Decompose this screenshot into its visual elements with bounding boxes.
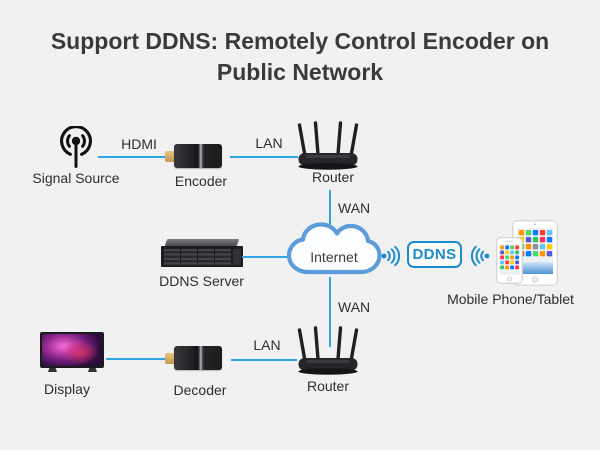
lan-top-link-line (230, 156, 298, 158)
phone-tablet-icon (496, 218, 560, 290)
encoder-device (165, 143, 223, 169)
hdmi-connector-icon (165, 353, 176, 364)
tv-foot-left (48, 368, 57, 372)
rack-server-icon (161, 239, 243, 269)
router-top-icon (297, 121, 359, 170)
ddns-badge: DDNS (407, 241, 462, 268)
decoder-label: Decoder (173, 382, 227, 398)
hdmi-connector-icon (165, 151, 176, 162)
router-bottom-label: Router (306, 378, 350, 394)
internet-label: Internet (310, 249, 358, 265)
router-bottom-icon (297, 326, 359, 375)
display-label: Display (44, 381, 90, 397)
display-decoder-line (106, 358, 168, 360)
phone-icon (496, 237, 523, 284)
internet-cloud-icon (286, 222, 382, 275)
tv-icon (40, 332, 104, 368)
lan-bottom-link-line (231, 359, 297, 361)
diagram-title: Support DDNS: Remotely Control Encoder o… (50, 28, 550, 85)
lan-top-link-label: LAN (255, 135, 283, 151)
wan-top-link-line (329, 190, 331, 226)
router-top-label: Router (311, 169, 355, 185)
tablet-icon (512, 220, 558, 286)
hdmi-link-line (98, 156, 166, 158)
mobile-label: Mobile Phone/Tablet (447, 291, 574, 307)
wan-top-link-label: WAN (338, 200, 371, 216)
wifi-signal-left-icon (470, 245, 490, 267)
ddns-server-label: DDNS Server (159, 273, 244, 289)
tv-foot-right (88, 368, 97, 372)
wifi-signal-right-icon (381, 245, 401, 267)
lan-bottom-link-label: LAN (253, 337, 281, 353)
wan-bottom-link-line (329, 277, 331, 347)
hdmi-link-label: HDMI (121, 136, 157, 152)
decoder-device (165, 345, 223, 371)
signal-source-label: Signal Source (32, 170, 120, 186)
encoder-label: Encoder (174, 173, 228, 189)
server-cloud-line (242, 256, 288, 258)
broadcast-icon (60, 126, 92, 168)
wan-bottom-link-label: WAN (338, 299, 371, 315)
